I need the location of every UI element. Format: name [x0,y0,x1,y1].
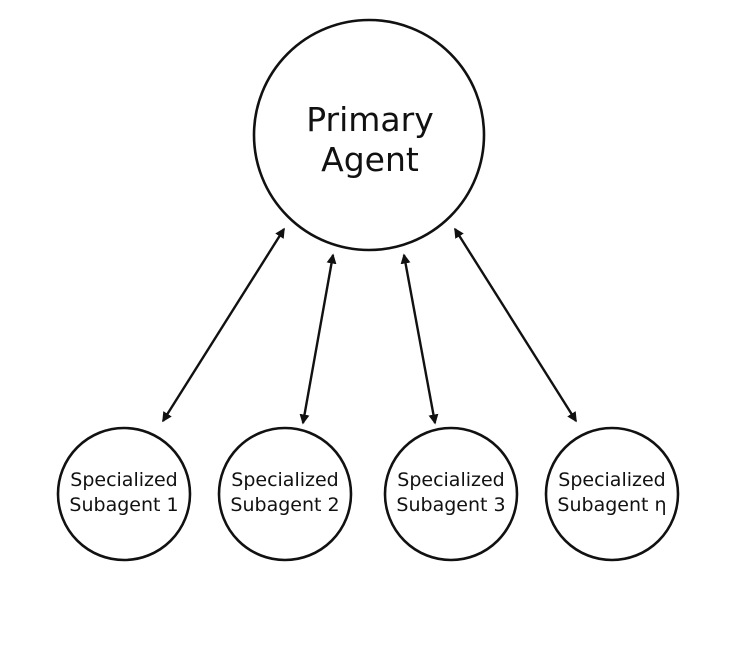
subagent-label-line2: Subagent η [557,494,666,516]
primary-agent-label-line2: Agent [321,140,419,179]
subagent-node-3: Specialized Subagent 3 [383,426,519,562]
subagent-node-1: Specialized Subagent 1 [56,426,192,562]
subagent-node-n: Specialized Subagent η [544,426,680,562]
subagent-label-line2: Subagent 1 [69,494,178,516]
subagent-label-line2: Subagent 3 [396,494,505,516]
connection-primary-subagent-2 [299,253,337,425]
subagent-circle [56,426,192,562]
subagent-label-line1: Specialized [231,469,338,491]
subagent-label-line2: Subagent 2 [230,494,339,516]
primary-agent-circle [252,18,486,252]
connection-primary-subagent-3 [400,253,439,425]
connection-primary-subagent-n [453,227,578,423]
subagent-circle [383,426,519,562]
connection-primary-subagent-1 [161,227,286,423]
connections [161,227,578,425]
primary-agent-node: Primary Agent [252,18,486,252]
subagent-circle [217,426,353,562]
subagent-node-2: Specialized Subagent 2 [217,426,353,562]
subagent-label-line1: Specialized [558,469,665,491]
subagent-circle [544,426,680,562]
primary-agent-label-line1: Primary [306,100,434,139]
subagent-label-line1: Specialized [397,469,504,491]
subagent-label-line1: Specialized [70,469,177,491]
